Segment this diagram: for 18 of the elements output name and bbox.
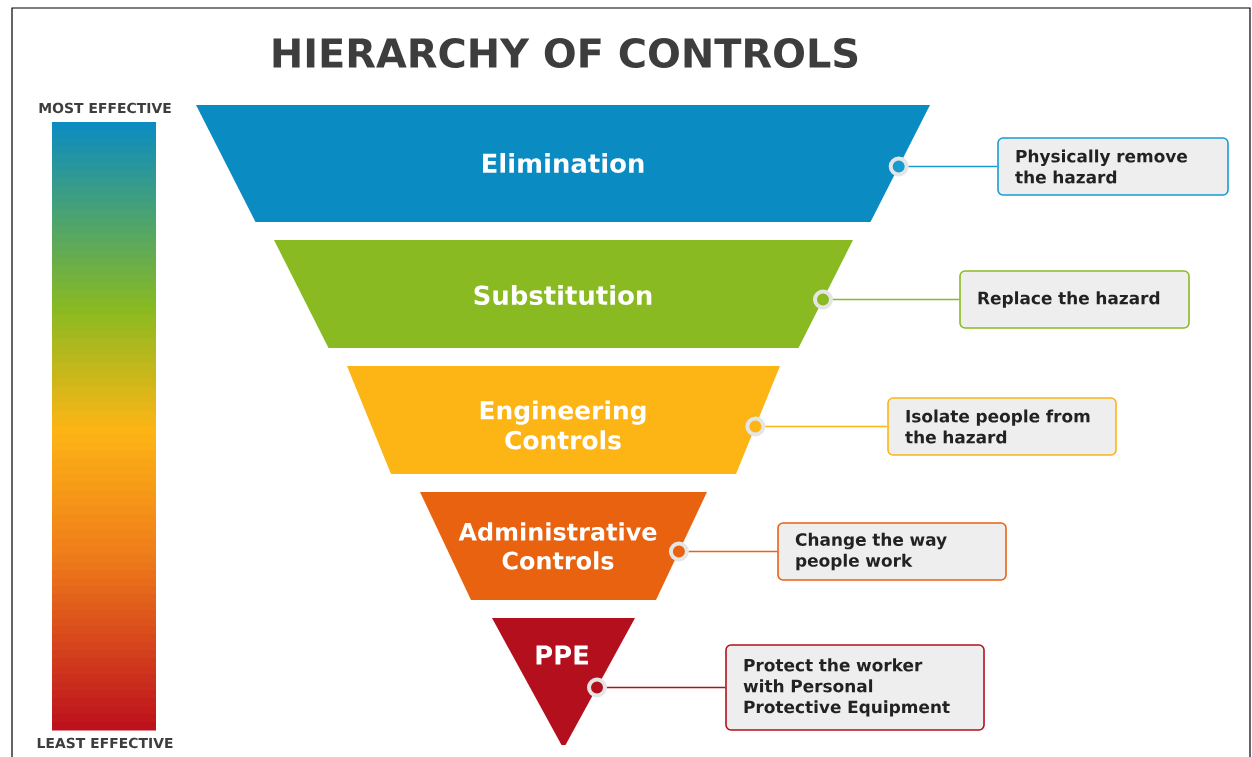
funnel-band: Engineering Controls bbox=[347, 366, 780, 474]
connector-line bbox=[668, 541, 778, 562]
connector-line bbox=[813, 289, 960, 310]
funnel-band: PPE bbox=[492, 618, 635, 745]
callout-box: Isolate people from the hazard bbox=[887, 397, 1117, 456]
connector-line bbox=[888, 156, 998, 177]
callout-box: Physically remove the hazard bbox=[997, 137, 1229, 196]
callout-box: Change the way people work bbox=[777, 522, 1007, 581]
scale-label: MOST EFFECTIVE bbox=[39, 102, 171, 114]
scale-label: LEAST EFFECTIVE bbox=[37, 737, 173, 749]
callout-box: Replace the hazard bbox=[959, 270, 1190, 329]
funnel-band: Administrative Controls bbox=[420, 492, 707, 600]
funnel-band: Substitution bbox=[274, 240, 853, 348]
connector-line bbox=[745, 416, 888, 437]
funnel-band: Elimination bbox=[196, 105, 930, 222]
title: HIERARCHY OF CONTROLS bbox=[273, 37, 858, 69]
connector-line bbox=[587, 677, 726, 698]
callout-box: Protect the worker with Personal Protective Equipment bbox=[725, 644, 985, 731]
